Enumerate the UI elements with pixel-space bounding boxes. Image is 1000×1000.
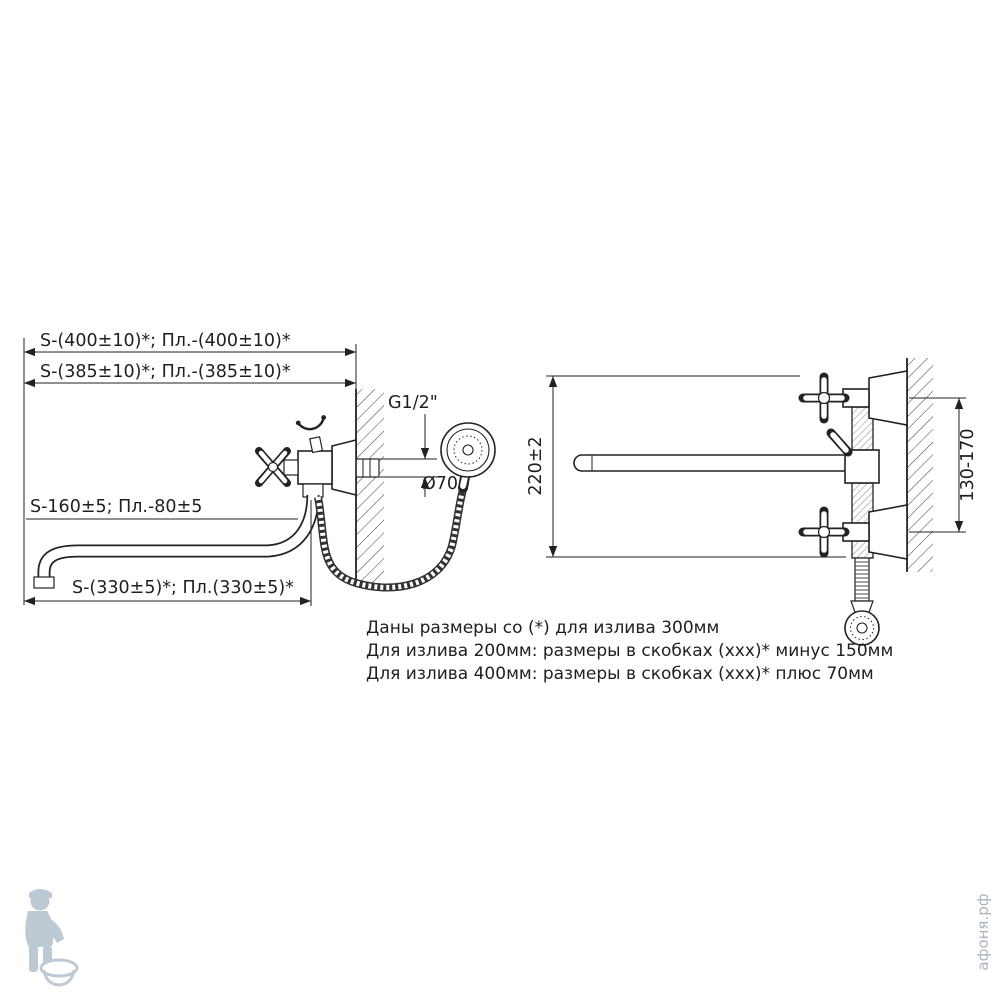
spout-front-view: [573, 454, 848, 472]
wall-section-left: [355, 389, 384, 584]
toilet-base: [42, 969, 76, 987]
note-line-1: Даны размеры со (*) для излива 300мм: [366, 618, 719, 638]
spout-fill: [39, 494, 318, 579]
spout-side-view: [33, 494, 320, 589]
note-line-3: Для излива 400мм: размеры в скобках (xxx…: [366, 664, 874, 684]
escutcheon-top: [868, 370, 908, 426]
right-view: 220±2 130-170: [526, 358, 978, 646]
holder-tip: [295, 420, 301, 426]
note-line-2: Для излива 200мм: размеры в скобках (xxx…: [366, 641, 893, 661]
escutcheon-bottom: [868, 504, 908, 560]
cross-handle-side: [255, 447, 291, 487]
hose-front: [854, 557, 870, 602]
wall-connector-pipe: [355, 458, 380, 478]
shower-head-rim: [440, 422, 496, 478]
shower-head-side: [440, 422, 496, 493]
dimension-label-220: 220±2: [526, 436, 546, 495]
bottom-valve: [798, 504, 908, 560]
tail-pipe: [355, 458, 380, 478]
toilet-bowl: [39, 958, 79, 978]
cross-handle-bottom: [798, 506, 850, 558]
shower-head-front: [844, 610, 880, 646]
plumber-cap: [29, 889, 52, 898]
holder-tip: [321, 415, 327, 420]
shower-head-ring: [446, 428, 490, 472]
left-view: S-(400±10)*; Пл.-(400±10)* S-(385±10)*; …: [23, 331, 496, 606]
diameter-label: Ø70: [422, 474, 458, 494]
top-valve: [798, 370, 908, 426]
wall-hatch-left: [356, 389, 384, 584]
watermark-logo: [25, 889, 79, 987]
faucet-body-side: [297, 450, 333, 485]
dimension-label-130-170: 130-170: [958, 428, 978, 501]
dimension-top-group: S-(400±10)*; Пл.-(400±10)* S-(385±10)*; …: [23, 331, 357, 605]
handle-stem-side: [283, 459, 299, 476]
diverter-lever-fill: [830, 432, 849, 453]
dimension-spout-height-group: S-160±5; Пл.-80±5: [26, 497, 298, 520]
holder-cup: [297, 416, 325, 431]
plumber-leg: [29, 946, 38, 972]
dimension-spacing-group: 130-170: [909, 397, 978, 533]
faucet-side-view: [255, 415, 357, 498]
dimension-bottom-group: S-(330±5)*; Пл.(330±5)*: [24, 500, 312, 606]
thread-label: G1/2": [388, 393, 438, 413]
shower-head-center: [462, 444, 474, 456]
dimension-thread-group: G1/2": [380, 393, 438, 497]
plumber-arm: [44, 917, 64, 943]
hose-ribs-front: [855, 561, 869, 599]
hose-outline: [314, 484, 468, 592]
handle-hub: [267, 461, 279, 473]
dimension-height-group: 220±2: [526, 375, 846, 558]
dimension-label-160: S-160±5; Пл.-80±5: [30, 497, 202, 517]
wall-hatch-right: [907, 358, 933, 572]
watermark-text: афоня.рф: [974, 893, 992, 970]
dimension-label-385: S-(385±10)*; Пл.-(385±10)*: [40, 362, 291, 382]
spout-aerator: [33, 576, 55, 589]
wall-section-right: [906, 358, 933, 572]
shower-holder-bracket: [295, 415, 327, 454]
notes-block: Даны размеры со (*) для излива 300мм Для…: [366, 618, 893, 684]
holder-stem: [309, 436, 324, 454]
hose-ribs: [315, 485, 467, 590]
escutcheon-side: [331, 438, 357, 497]
handle-hub: [817, 525, 831, 539]
shower-nozzle-ring-front: [850, 616, 874, 640]
cross-handle-top: [798, 372, 850, 424]
shower-hose-side: [314, 484, 468, 592]
shower-nozzle-ring: [453, 435, 483, 465]
shower-hose-front: [844, 557, 880, 646]
handle-hub: [817, 391, 831, 405]
dimension-label-400: S-(400±10)*; Пл.-(400±10)*: [40, 331, 291, 351]
shower-head-center-front: [856, 622, 868, 634]
dimension-label-330: S-(330±5)*; Пл.(330±5)*: [72, 578, 294, 598]
spout-tube: [573, 454, 848, 472]
